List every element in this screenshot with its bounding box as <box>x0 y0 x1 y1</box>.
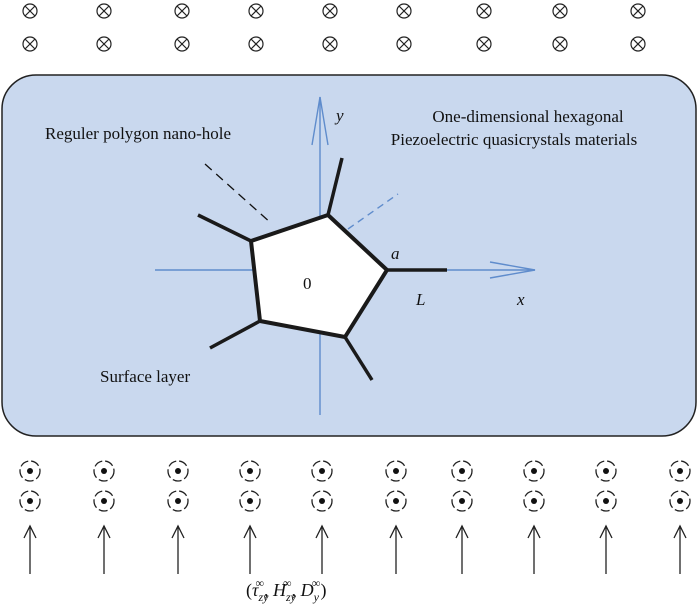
into-page-field-icon <box>96 36 112 52</box>
into-page-field-symbols <box>22 3 646 52</box>
crack-upper-left <box>197 213 252 243</box>
out-of-page-field-icon <box>167 460 189 482</box>
x-axis-label: x <box>516 290 525 309</box>
up-arrow-icon <box>455 524 469 574</box>
into-page-field-icon <box>396 36 412 52</box>
out-of-page-field-icon <box>19 490 41 512</box>
crack-lower-left <box>209 319 261 350</box>
into-page-field-icon <box>630 3 646 19</box>
out-of-page-field-icon <box>451 490 473 512</box>
out-of-page-field-icon <box>93 460 115 482</box>
out-of-page-field-icon <box>239 490 261 512</box>
out-of-page-field-icon <box>669 490 691 512</box>
into-page-field-icon <box>476 36 492 52</box>
regular-polygon-nano-hole <box>249 213 389 339</box>
out-of-page-field-icon <box>19 460 41 482</box>
into-page-field-icon <box>396 3 412 19</box>
far-field-load-label: (τzy∞, Hzy∞, Dy∞) <box>246 576 326 604</box>
out-of-page-field-icon <box>523 490 545 512</box>
material-label-line2: Piezoelectric quasicrystals materials <box>391 130 637 149</box>
up-arrow-icon <box>97 524 111 574</box>
up-arrow-icon <box>315 524 329 574</box>
out-of-page-field-icon <box>311 490 333 512</box>
into-page-field-icon <box>96 3 112 19</box>
into-page-field-icon <box>22 36 38 52</box>
out-of-page-field-icon <box>385 490 407 512</box>
y-axis-label: y <box>334 106 344 125</box>
surface-layer-label: Surface layer <box>100 367 190 386</box>
surface-cracks <box>197 157 447 381</box>
up-arrow-icon <box>599 524 613 574</box>
up-arrow-icon <box>527 524 541 574</box>
into-page-field-icon <box>322 3 338 19</box>
out-of-page-field-icon <box>669 460 691 482</box>
crack-bottom <box>343 336 374 381</box>
L-label: L <box>415 290 425 309</box>
out-of-page-field-symbols <box>19 460 691 512</box>
hole-label: Reguler polygon nano-hole <box>45 124 231 143</box>
material-label-line1: One-dimensional hexagonal <box>432 107 623 126</box>
out-of-page-field-icon <box>595 490 617 512</box>
into-page-field-icon <box>630 36 646 52</box>
out-of-page-field-icon <box>451 460 473 482</box>
angle-reference-dashed <box>347 193 399 230</box>
into-page-field-icon <box>476 3 492 19</box>
into-page-field-icon <box>322 36 338 52</box>
out-of-page-field-icon <box>239 460 261 482</box>
into-page-field-icon <box>552 36 568 52</box>
up-arrow-icon <box>23 524 37 574</box>
origin-label: 0 <box>303 274 312 293</box>
up-arrow-icon <box>171 524 185 574</box>
out-of-page-field-icon <box>167 490 189 512</box>
a-label: a <box>391 244 400 263</box>
out-of-page-field-icon <box>385 460 407 482</box>
out-of-page-field-icon <box>595 460 617 482</box>
x-axis-arrowhead <box>489 261 536 279</box>
out-of-page-field-icon <box>311 460 333 482</box>
crack-top <box>326 157 344 216</box>
into-page-field-icon <box>174 36 190 52</box>
into-page-field-icon <box>174 3 190 19</box>
up-arrow-icon <box>673 524 687 574</box>
y-axis-arrowhead <box>311 96 329 146</box>
into-page-field-icon <box>22 3 38 19</box>
up-arrow-icon <box>389 524 403 574</box>
out-of-page-field-icon <box>523 460 545 482</box>
up-arrow-icon <box>243 524 257 574</box>
into-page-field-icon <box>248 3 264 19</box>
applied-load-arrows <box>23 524 687 574</box>
out-of-page-field-icon <box>93 490 115 512</box>
into-page-field-icon <box>552 3 568 19</box>
into-page-field-icon <box>248 36 264 52</box>
